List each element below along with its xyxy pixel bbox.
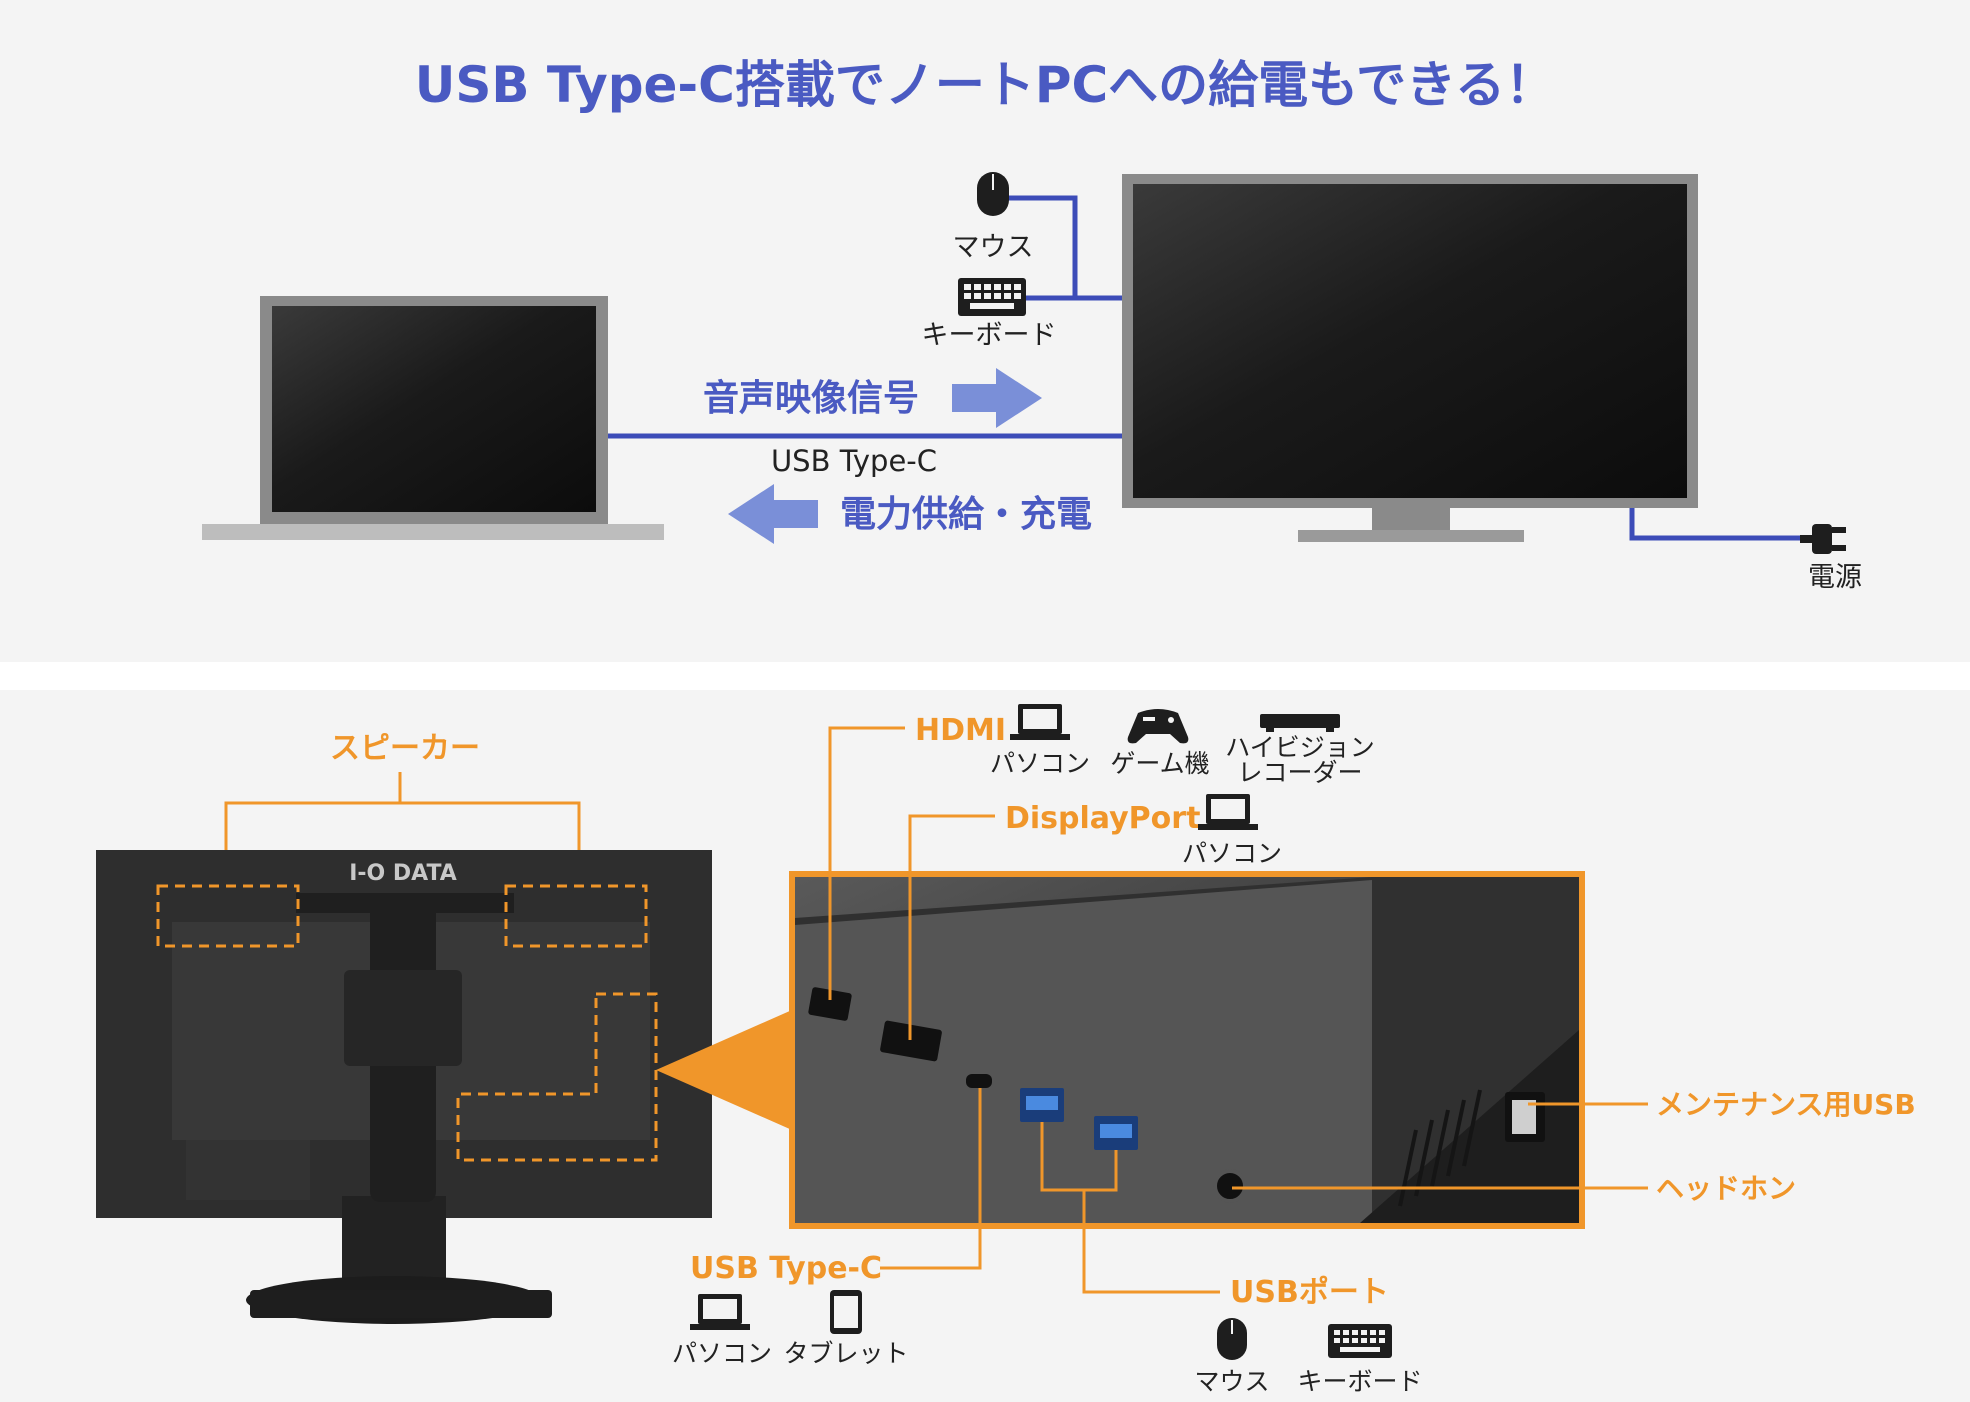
displayport-device-pc-label: パソコン — [1182, 839, 1282, 868]
hdmi-device-recorder-label-1: ハイビジョン — [1225, 733, 1375, 762]
usb-port-device-mouse-label: マウス — [1194, 1367, 1269, 1396]
displayport-leader-line — [908, 814, 995, 1040]
maintenance-usb-label: メンテナンス用USB — [1656, 1088, 1916, 1121]
usb-port-leader-line — [1082, 1190, 1220, 1294]
laptop-icon — [690, 1294, 750, 1330]
headphone-label: ヘッドホン — [1656, 1172, 1796, 1205]
recorder-icon — [1260, 714, 1340, 732]
usb-port-device-keyboard-label: キーボード — [1297, 1367, 1422, 1396]
hdmi-leader-line — [828, 726, 905, 1000]
cable-label: USB Type-C — [771, 444, 937, 478]
mouse-label: マウス — [953, 232, 1034, 263]
usbc-leader-line — [880, 1088, 982, 1270]
laptop-icon — [1198, 794, 1258, 830]
power-cable-line — [1629, 508, 1812, 541]
usb-port-bracket — [1040, 1122, 1118, 1192]
power-plug-icon — [1800, 524, 1846, 554]
arrow-left-icon — [728, 484, 818, 544]
port-closeup-photo — [789, 871, 1585, 1229]
hdmi-device-pc-label: パソコン — [990, 749, 1090, 778]
monitor-back-illustration — [96, 850, 712, 1324]
mouse-icon — [1217, 1318, 1247, 1360]
arrow-right-icon — [952, 368, 1042, 428]
hdmi-device-game-label: ゲーム機 — [1110, 749, 1209, 778]
laptop-illustration — [202, 296, 664, 540]
laptop-icon — [1010, 704, 1070, 740]
power-supply-label: 電力供給・充電 — [840, 494, 1092, 535]
zoom-pointer-triangle — [656, 1010, 792, 1130]
external-monitor-illustration — [1122, 174, 1698, 542]
usbc-label: USB Type-C — [690, 1251, 882, 1286]
tablet-icon — [830, 1290, 862, 1334]
keyboard-icon — [1328, 1324, 1392, 1358]
speaker-label: スピーカー — [330, 731, 480, 766]
usbc-device-pc-label: パソコン — [672, 1339, 772, 1368]
usb-port-label: USBポート — [1230, 1275, 1389, 1310]
ports-dashed-box — [456, 992, 658, 1162]
usbc-device-tablet-label: タブレット — [783, 1339, 908, 1368]
speaker-right-dashed-box — [504, 884, 648, 948]
hdmi-label: HDMI — [915, 713, 1006, 748]
peripheral-cable-line — [1005, 195, 1122, 301]
game-console-icon — [1127, 709, 1189, 744]
mouse-icon — [977, 172, 1009, 216]
hdmi-device-recorder-label-2: レコーダー — [1237, 758, 1362, 787]
page-title: USB Type-C搭載でノートPCへの給電もできる！ — [415, 56, 1555, 114]
speaker-left-dashed-box — [156, 884, 300, 948]
power-source-label: 電源 — [1808, 562, 1862, 593]
displayport-label: DisplayPort — [1005, 801, 1200, 836]
signal-label: 音声映像信号 — [703, 378, 919, 419]
keyboard-label: キーボード — [922, 320, 1057, 351]
monitor-brand-logo: I-O DATA — [349, 861, 457, 886]
speaker-bracket — [224, 772, 581, 880]
keyboard-icon — [958, 278, 1026, 316]
